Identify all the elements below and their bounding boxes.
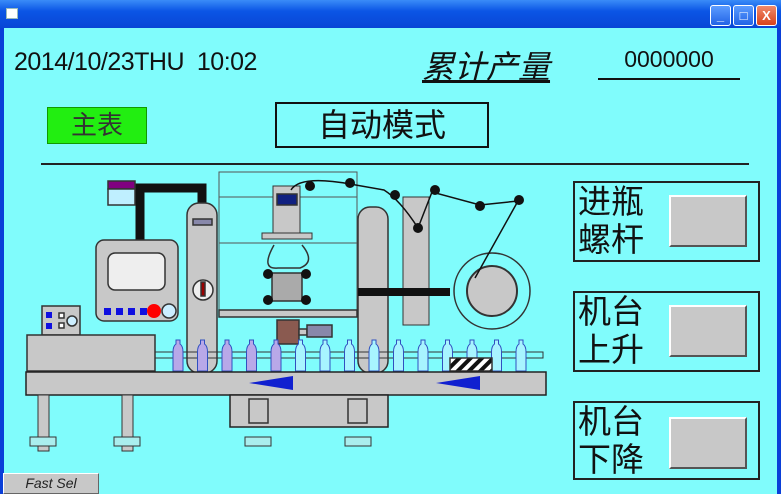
control-label: 进瓶 [578,183,644,220]
direction-arrow-icon [249,376,293,390]
pipe [135,183,207,240]
bottle [368,339,380,372]
title-bar: _ □ X [0,0,781,28]
bottle [172,339,184,372]
control-label: 螺杆 [578,221,644,258]
bottle [221,339,233,372]
fast-select-button[interactable]: Fast Sel [3,473,99,494]
machine-diagram [25,171,547,452]
maximize-button[interactable]: □ [733,5,754,26]
machine-lower-control: 机台下降 [573,401,760,480]
machine-raise-button[interactable] [669,305,747,357]
control-label: 下降 [578,441,644,478]
bottle [270,339,282,372]
control-label: 机台 [578,293,644,330]
infeed-screw-control: 进瓶螺杆 [573,181,760,262]
mode-display: 自动模式 [275,102,489,148]
datetime-display: 2014/10/23THU 10:02 [14,48,257,76]
production-label: 累计产量 [422,49,551,85]
machine-raise-control: 机台上升 [573,291,760,372]
bottle [417,339,429,372]
indicator-label [107,180,136,190]
label-reel [453,252,531,330]
capping-head [271,272,303,302]
bottle [344,339,355,372]
minimize-button[interactable]: _ [710,5,731,26]
infeed-box [26,334,156,372]
bottle [491,339,502,372]
divider [41,163,749,165]
control-label: 机台 [578,403,644,440]
bottle [295,339,306,372]
control-label: 上升 [578,331,644,368]
bottle [393,339,404,372]
bottle-row [172,339,527,372]
bottle [515,339,527,372]
hmi-screen: 2014/10/23THU 10:02 累计产量 0000000 主表 自动模式 [3,28,777,494]
close-button[interactable]: X [756,5,777,26]
bottle [246,339,257,372]
production-count: 0000000 [598,46,740,80]
direction-arrow-icon [436,376,480,390]
main-screen-button[interactable]: 主表 [47,107,147,144]
machine-lower-button[interactable] [669,417,747,469]
bottle [319,339,331,372]
window-icon[interactable] [6,8,18,19]
infeed-screw-button[interactable] [669,195,747,247]
bottle [197,339,208,372]
